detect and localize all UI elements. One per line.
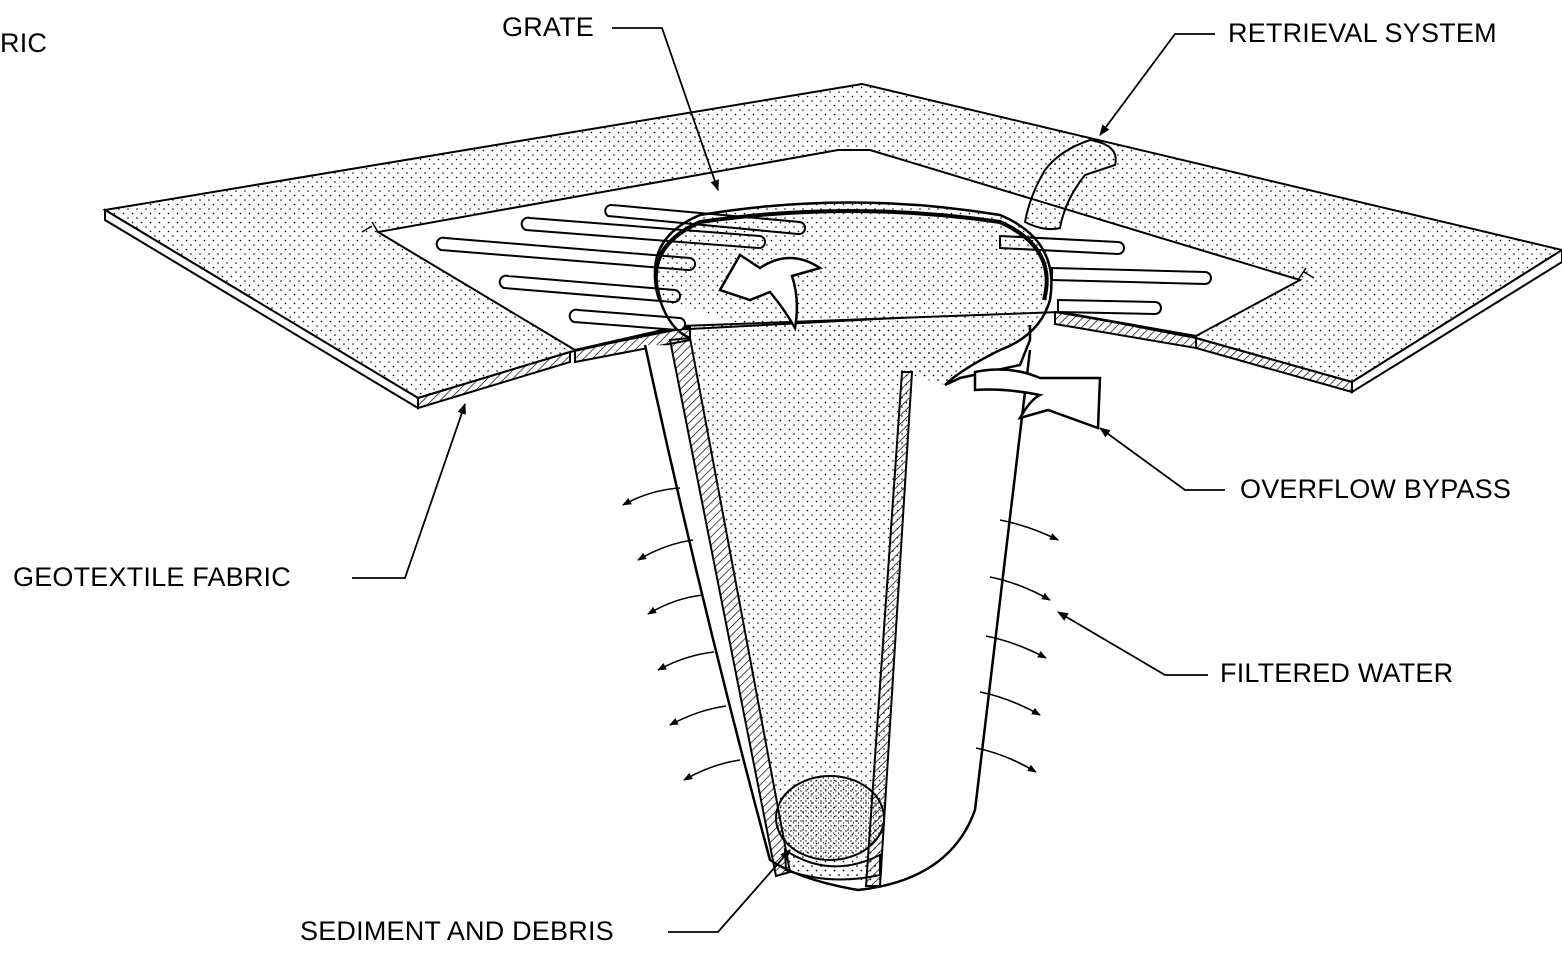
leader-geotextile-fabric (352, 402, 466, 579)
geotextile-fabric-label: GEOTEXTILE FABRIC (13, 562, 291, 592)
retrieval-handle (1023, 138, 1117, 231)
filtered-water-label: FILTERED WATER (1220, 658, 1454, 688)
leader-overflow-bypass (1099, 427, 1225, 491)
filter-bag (643, 201, 1102, 892)
overflow-bypass-label: OVERFLOW BYPASS (1240, 474, 1512, 504)
leader-retrieval-system (1099, 33, 1215, 136)
fabric-label-fragment: RIC (0, 28, 48, 58)
leader-filtered-water (1057, 611, 1208, 676)
leader-sediment-and-debris (668, 849, 791, 933)
leader-grate (612, 27, 719, 192)
sediment-deposit (775, 775, 885, 881)
grate-label: GRATE (502, 12, 595, 42)
filtered-water-arrows (622, 487, 1059, 781)
retrieval-system-label: RETRIEVAL SYSTEM (1228, 18, 1497, 48)
leader-lines (352, 27, 1225, 933)
sediment-and-debris-label: SEDIMENT AND DEBRIS (300, 916, 614, 946)
